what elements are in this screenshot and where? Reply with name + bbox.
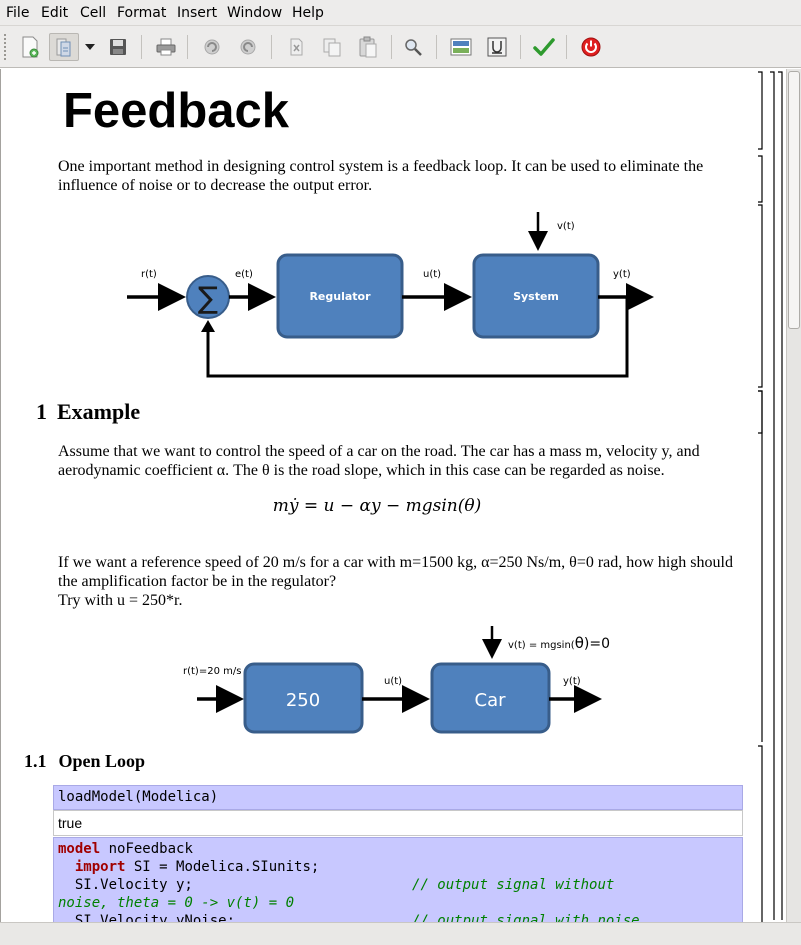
label-e: e(t) [235, 269, 253, 280]
menu-bar: File Edit Cell Format Insert Window Help [0, 0, 801, 26]
check-icon[interactable] [530, 33, 558, 61]
section-title: Example [57, 399, 141, 424]
scrollbar-thumb[interactable] [788, 71, 800, 329]
car-label: Car [475, 690, 507, 711]
print-icon[interactable] [152, 33, 180, 61]
try-line: Try with u = 250*r. [58, 592, 183, 609]
status-bar [0, 922, 801, 945]
subsection-title: Open Loop [58, 751, 146, 771]
output-cell-true[interactable]: true [53, 810, 743, 836]
system-label: System [513, 290, 559, 303]
image-icon[interactable] [447, 33, 475, 61]
toolbar-separator [187, 35, 188, 59]
new-document-icon[interactable] [16, 33, 44, 61]
gain-label: 250 [286, 690, 320, 711]
label-y2: y(t) [563, 676, 581, 687]
sum-symbol: ∑ [198, 281, 218, 316]
label-r-ref: r(t)=20 m/s [183, 666, 241, 677]
input-cell-model[interactable]: model noFeedback import SI = Modelica.SI… [53, 837, 743, 922]
menu-file[interactable]: File [6, 5, 30, 21]
example-paragraph[interactable]: Assume that we want to control the speed… [58, 443, 700, 479]
toolbar-separator [271, 35, 272, 59]
car-diagram: 250 Car r(t)=20 m/s u(t) y(t) v(t) = mgs… [183, 626, 610, 734]
menu-help[interactable]: Help [292, 5, 324, 21]
section-number: 1 [36, 399, 47, 424]
underline-icon[interactable] [483, 33, 511, 61]
label-v: v(t) [557, 221, 575, 232]
document-title[interactable]: Feedback [63, 84, 290, 138]
equation[interactable]: mẏ = u − αy − mgsin(θ) [272, 496, 482, 516]
vertical-scrollbar[interactable] [786, 69, 801, 922]
section-heading-example[interactable]: 1 Example [36, 399, 140, 425]
toolbar-separator [391, 35, 392, 59]
label-v2: v(t) = mgsin(θ)=0 [508, 634, 610, 652]
notebook-document: Feedback One important method in designi… [0, 69, 752, 922]
undo-icon[interactable] [198, 33, 226, 61]
save-icon[interactable] [104, 33, 132, 61]
redo-icon[interactable] [234, 33, 262, 61]
label-y: y(t) [613, 269, 631, 280]
intro-paragraph[interactable]: One important method in designing contro… [58, 158, 704, 194]
input-cell-loadmodel[interactable]: loadModel(Modelica) [53, 785, 743, 810]
label-r: r(t) [141, 269, 157, 280]
copy-icon[interactable] [318, 33, 346, 61]
toolbar-separator [520, 35, 521, 59]
menu-insert[interactable]: Insert [177, 5, 218, 21]
regulator-label: Regulator [309, 290, 371, 303]
menu-edit[interactable]: Edit [41, 5, 69, 21]
open-icon[interactable] [49, 33, 79, 61]
section-heading-open-loop[interactable]: 1.1 Open Loop [24, 751, 145, 772]
toolbar-separator [141, 35, 142, 59]
shutdown-icon[interactable] [577, 33, 605, 61]
question-paragraph[interactable]: If we want a reference speed of 20 m/s f… [58, 553, 733, 610]
subsection-number: 1.1 [24, 751, 47, 771]
feedback-diagram: ∑ Regulator System r(t) e(t) u(t) v(t) y… [127, 212, 654, 378]
dropdown-arrow-icon[interactable] [82, 33, 98, 61]
menu-format[interactable]: Format [117, 5, 167, 21]
menu-cell[interactable]: Cell [80, 5, 107, 21]
search-icon[interactable] [399, 33, 427, 61]
cut-icon[interactable] [282, 33, 310, 61]
label-u2: u(t) [384, 676, 402, 687]
label-u: u(t) [423, 269, 441, 280]
toolbar [0, 26, 801, 68]
toolbar-separator [436, 35, 437, 59]
toolbar-grip[interactable] [4, 34, 7, 60]
toolbar-separator [566, 35, 567, 59]
paste-icon[interactable] [354, 33, 382, 61]
menu-window[interactable]: Window [227, 5, 283, 21]
question-line: If we want a reference speed of 20 m/s f… [58, 554, 733, 590]
cell-brackets[interactable] [752, 69, 786, 922]
